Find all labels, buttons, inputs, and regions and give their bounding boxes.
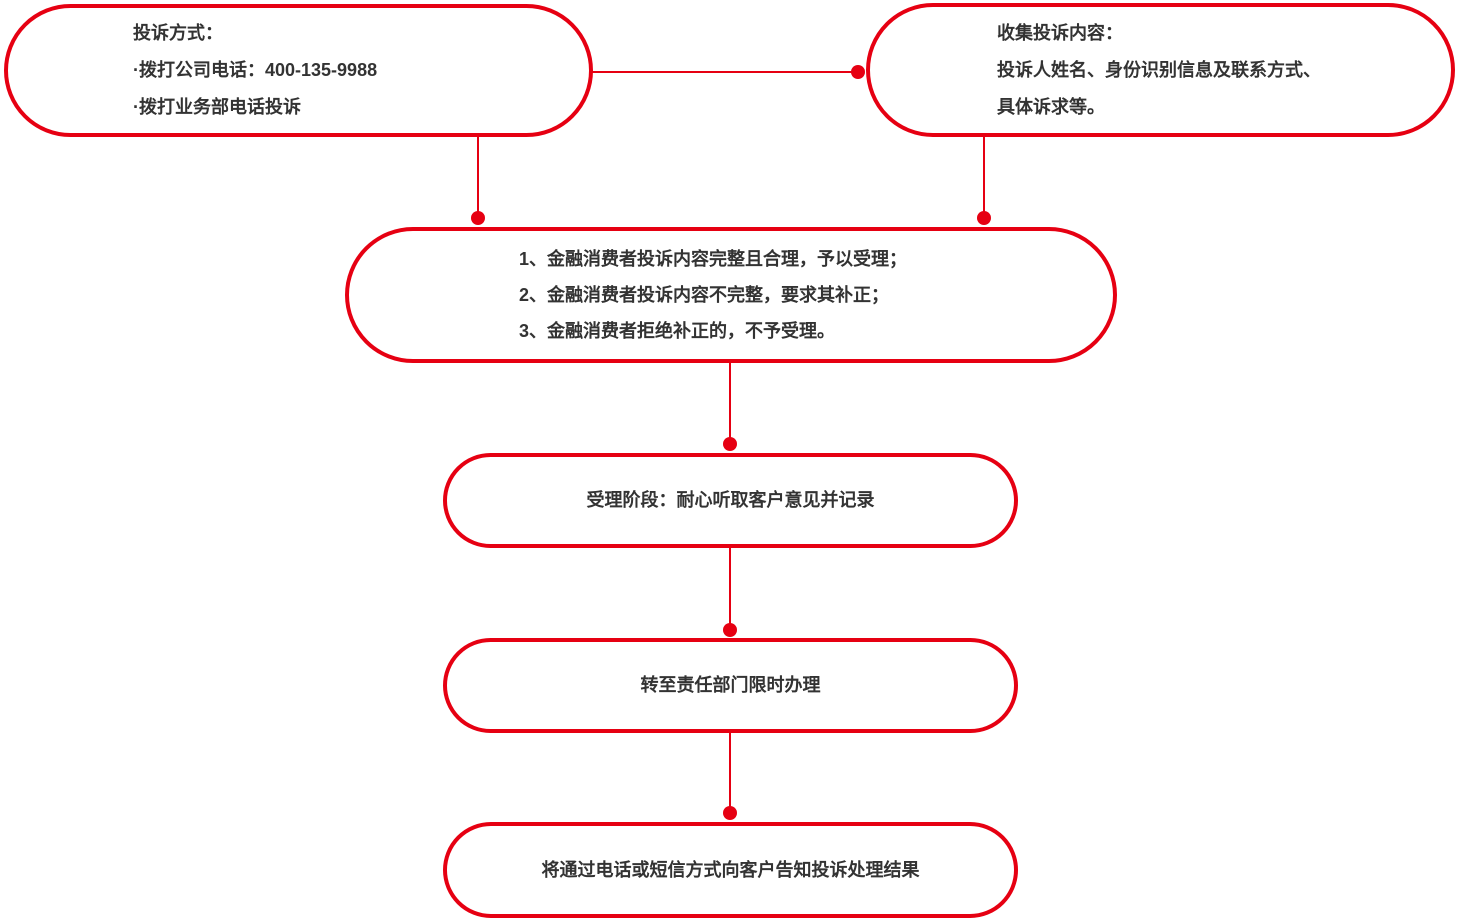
node-text-line: 2、金融消费者投诉内容不完整，要求其补正； bbox=[519, 285, 890, 305]
connector-dot bbox=[977, 211, 991, 225]
connector-dot bbox=[471, 211, 485, 225]
node-notify-result: 将通过电话或短信方式向客户告知投诉处理结果 bbox=[443, 822, 1018, 918]
node-text-line: ·拨打公司电话：400-135-9988 bbox=[133, 60, 378, 80]
node-acceptance-decision: 1、金融消费者投诉内容完整且合理，予以受理； 2、金融消费者投诉内容不完整，要求… bbox=[345, 227, 1117, 363]
node-collect-complaint-content: 收集投诉内容： 投诉人姓名、身份识别信息及联系方式、 具体诉求等。 bbox=[866, 3, 1455, 137]
node-text-line: 受理阶段：耐心听取客户意见并记录 bbox=[586, 490, 875, 510]
connector-line-acceptance-to-transfer bbox=[729, 547, 731, 629]
connector-line-left-vertical bbox=[477, 136, 479, 218]
connector-dot bbox=[723, 623, 737, 637]
connector-line-decision-to-acceptance bbox=[729, 362, 731, 444]
node-acceptance-stage: 受理阶段：耐心听取客户意见并记录 bbox=[443, 453, 1018, 548]
node-text-line: 1、金融消费者投诉内容完整且合理，予以受理； bbox=[519, 249, 908, 269]
connector-line-right-vertical bbox=[983, 136, 985, 218]
node-text-line: 将通过电话或短信方式向客户告知投诉处理结果 bbox=[541, 859, 920, 880]
connector-dot bbox=[851, 65, 865, 79]
node-text-line: 具体诉求等。 bbox=[997, 96, 1105, 117]
connector-dot bbox=[723, 806, 737, 820]
node-complaint-methods: 投诉方式： ·拨打公司电话：400-135-9988 ·拨打业务部电话投诉 bbox=[4, 4, 593, 137]
node-text-line: 投诉方式： bbox=[133, 23, 223, 43]
node-text-line: 转至责任部门限时办理 bbox=[640, 675, 821, 695]
connector-dot bbox=[723, 437, 737, 451]
node-text-line: ·拨打业务部电话投诉 bbox=[133, 97, 301, 117]
connector-line-top-horizontal bbox=[592, 71, 854, 73]
node-text-line: 3、金融消费者拒绝补正的，不予受理。 bbox=[519, 321, 836, 341]
node-text-line: 投诉人姓名、身份识别信息及联系方式、 bbox=[997, 59, 1321, 80]
node-transfer-department: 转至责任部门限时办理 bbox=[443, 638, 1018, 733]
node-text-line: 收集投诉内容： bbox=[997, 22, 1123, 43]
connector-line-transfer-to-notify bbox=[729, 732, 731, 813]
